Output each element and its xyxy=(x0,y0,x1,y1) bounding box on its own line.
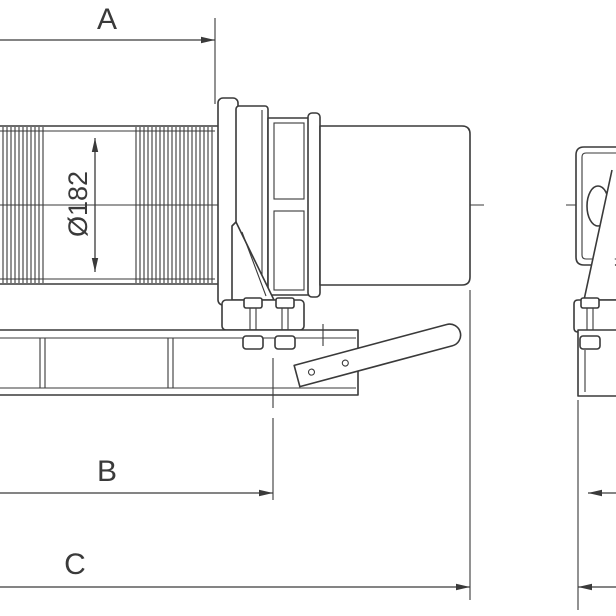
gear-housing xyxy=(217,97,471,306)
frame-rail xyxy=(0,329,359,396)
side-view xyxy=(573,146,616,610)
dimension-a: A xyxy=(0,3,216,104)
collar-lower-window xyxy=(273,210,305,291)
drum-grooves xyxy=(2,127,213,283)
bolt-head-left xyxy=(243,297,263,309)
dimension-b: B xyxy=(0,455,273,497)
bolt-head-right xyxy=(275,297,295,309)
lever-hole-2 xyxy=(341,359,349,367)
collar-upper-window xyxy=(273,122,305,200)
bracket-inner-line xyxy=(241,231,267,297)
drum xyxy=(0,125,218,285)
drum-diameter-label: Ø182 xyxy=(63,171,93,237)
frame-outer xyxy=(0,329,359,396)
motor xyxy=(319,125,471,286)
dimension-c-label: C xyxy=(64,548,86,581)
lever-arm xyxy=(293,323,462,388)
dimension-a-label: A xyxy=(97,3,117,36)
side-nut xyxy=(579,335,601,350)
dimension-b-label: B xyxy=(97,455,117,488)
nut-right xyxy=(274,335,296,350)
motor-flange xyxy=(307,112,321,298)
drum-diameter-dimension: Ø182 xyxy=(63,138,99,272)
lever xyxy=(293,323,462,388)
side-housing-inner xyxy=(581,152,616,260)
base-foot xyxy=(221,297,305,340)
dimension-c: C xyxy=(0,548,470,591)
nut-left xyxy=(242,335,264,350)
side-bolt-head xyxy=(580,297,600,309)
lever-hole-1 xyxy=(307,368,316,376)
